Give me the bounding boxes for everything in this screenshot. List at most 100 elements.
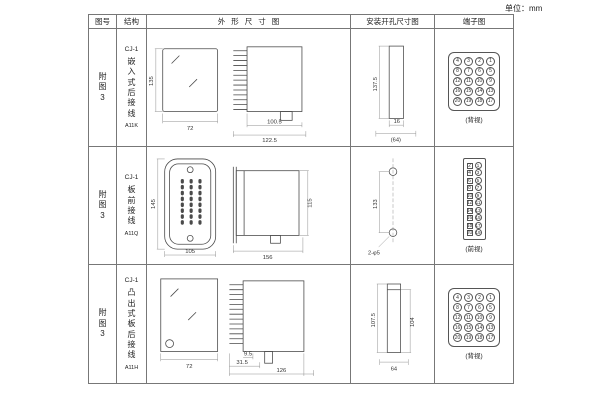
terminal-18: 18 [466,222,473,229]
terminal-4: 4 [466,170,473,177]
row2-mounting-cell: 133 2-φ5 [351,147,435,265]
terminal-2: 2 [475,293,484,302]
terminal-13: 13 [486,86,495,96]
terminal-13: 13 [474,206,482,214]
terminal-3: 3 [464,293,473,302]
dim-width: 64 [390,367,396,373]
dimension-lines-front [154,48,218,123]
cutout-outline [386,283,401,353]
terminal-1: 1 [486,56,495,66]
fig-no-text: 附图3 [98,71,107,102]
mounting-drawing-front-wired: 133 2-φ5 [367,157,397,256]
dim-cutout-width: 16 [393,119,399,125]
header-outline: 外形尺寸图 [147,15,351,29]
dimension-lines-front [156,158,216,257]
terminal-11: 11 [464,76,473,86]
terminal-14: 14 [475,323,484,332]
terminal-17: 17 [486,96,495,106]
dimension-lines [375,45,416,137]
outline-drawing-embedded: 135 72 100.5 122.5 [149,45,306,143]
terminal-5: 5 [486,303,495,312]
terminal-2: 2 [475,56,484,66]
fig-no-text: 附图3 [98,189,107,220]
unit-label: 单位：mm [505,4,543,13]
terminal-6: 6 [475,66,484,76]
terminal-7: 7 [474,184,482,192]
terminal-12: 12 [453,76,462,86]
terminal-11: 11 [474,199,482,207]
row1-outline-cell: 135 72 100.5 122.5 [147,29,351,147]
side-view [228,280,304,364]
terminal-12: 12 [466,200,473,207]
dimension-table: 图号 结构 外形尺寸图 安装开孔尺寸图 端子图 附图3 CJ-1 嵌入式后接线 … [88,14,514,384]
terminal-18: 18 [475,96,484,106]
dim-depth: 100.5 [267,119,282,125]
cutout-outline [388,45,404,119]
mounting-drawing-protruding: 107.5 104 64 [370,283,415,373]
structure-name: 凸出式板后接线 [127,288,136,360]
terminal-17: 17 [474,221,482,229]
terminal-4: 4 [453,293,462,302]
row1-structure: CJ-1 嵌入式后接线 A11K [117,29,147,147]
dim-inner-height: 104 [409,317,415,327]
structure-name: 板前接线 [127,185,136,226]
dimension-lines-side [228,353,314,376]
terminal-15: 15 [474,214,482,222]
dim-total-depth: 122.5 [262,137,277,143]
row2-structure: CJ-1 板前接线 A11Q [117,147,147,265]
terminal-9: 9 [486,313,495,322]
terminal-1: 1 [474,161,482,169]
row2-outline-cell: 145 105 156 115 [147,147,351,265]
terminal-9: 9 [486,76,495,86]
hole-spec-label: 2-φ5 [367,250,379,256]
terminal-2: 2 [466,162,473,169]
terminal-3: 3 [474,169,482,177]
mounting-drawing-embedded: 137.5 16 (64) [372,45,416,143]
terminal-6: 6 [475,303,484,312]
dimension-lines [376,283,411,365]
row2-fig-no: 附图3 [89,147,117,265]
terminal-16: 16 [453,323,462,332]
terminal-10: 10 [466,192,473,199]
terminal-7: 7 [464,66,473,76]
terminal-8: 8 [453,303,462,312]
header-terminal: 端子图 [435,15,513,29]
terminal-11: 11 [464,313,473,322]
side-view [232,166,299,244]
structure-code: A11H [124,364,139,371]
dim-width: 105 [185,249,196,255]
terminal-5: 5 [486,66,495,76]
model-label: CJ-1 [124,45,139,53]
terminal-3: 3 [464,56,473,66]
dim-width: 72 [185,364,192,370]
dim-height: 107.5 [370,313,376,327]
terminal-16: 16 [466,215,473,222]
dim-height: 145 [150,198,156,209]
header-structure: 结构 [117,15,147,29]
outline-drawing-protruding: 72 9.5 31.5 126 [159,278,314,376]
row3-structure: CJ-1 凸出式板后接线 A11H [117,265,147,383]
dim-front-depth: 31.5 [236,360,248,366]
terminal-15: 15 [464,323,473,332]
terminal-20: 20 [466,230,473,237]
dimension-lines [378,170,389,247]
header-mounting: 安装开孔尺寸图 [351,15,435,29]
dim-height: 135 [149,75,155,86]
fig-no-text: 附图3 [98,308,107,339]
dimension-lines-side [232,112,306,137]
structure-code: A11Q [124,230,139,237]
model-label: CJ-1 [124,174,139,182]
